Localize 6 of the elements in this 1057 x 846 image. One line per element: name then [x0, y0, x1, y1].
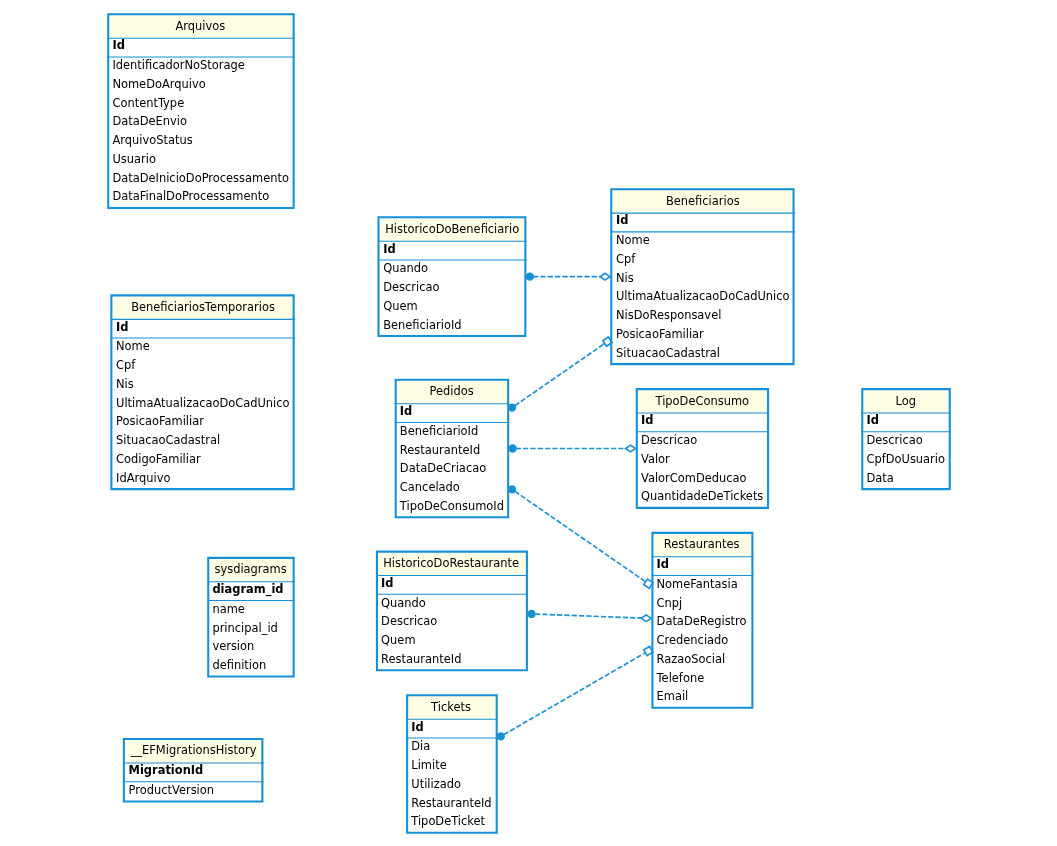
connector	[508, 443, 637, 453]
connector	[507, 335, 613, 412]
connector	[507, 484, 654, 589]
connector	[526, 609, 653, 623]
connector	[525, 271, 611, 281]
connector	[496, 644, 654, 741]
